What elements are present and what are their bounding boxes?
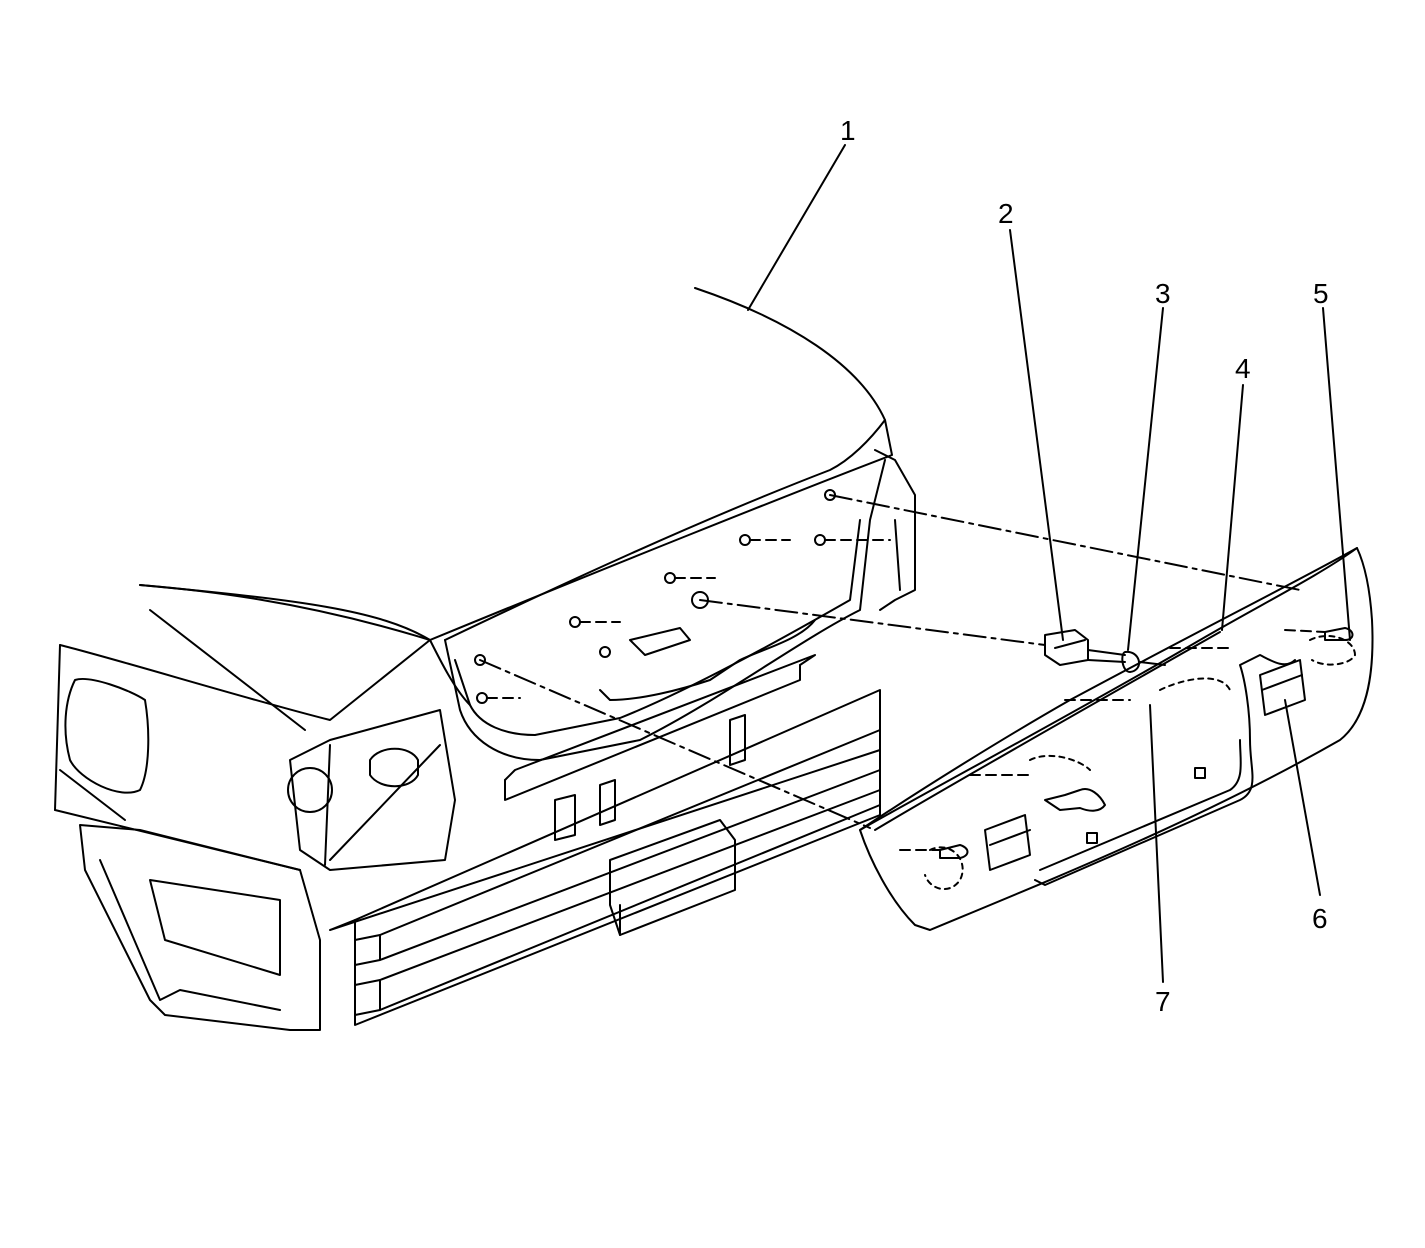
callout-3: 3	[1155, 278, 1171, 309]
fuel-door	[65, 679, 148, 793]
lower-fascia	[80, 825, 320, 1030]
rear-panel	[445, 460, 885, 760]
connector-item-2	[1045, 630, 1088, 665]
callout-leaders	[748, 145, 1350, 982]
callout-5: 5	[1313, 278, 1329, 309]
callout-2: 2	[998, 198, 1014, 229]
fasteners	[940, 628, 1353, 858]
leader-1	[748, 145, 845, 310]
callout-1: 1	[840, 115, 856, 146]
license-pocket	[600, 620, 815, 700]
bumper-impact-bar	[330, 655, 880, 1025]
callout-4: 4	[1235, 353, 1251, 384]
callout-6: 6	[1312, 903, 1328, 934]
vehicle-rear-body	[55, 288, 915, 1030]
deck-lid	[140, 288, 892, 640]
leader-6	[1285, 700, 1320, 895]
leader-7	[1150, 705, 1163, 982]
leader-3	[1128, 308, 1163, 650]
bumper-fascia	[860, 548, 1373, 930]
quarter-panel	[60, 640, 430, 720]
leader-5	[1323, 308, 1350, 640]
leader-2	[1010, 230, 1063, 640]
leader-4	[1222, 385, 1243, 630]
hole-markers	[475, 490, 1325, 850]
callout-7: 7	[1155, 986, 1171, 1017]
alignment-lines	[480, 495, 1300, 828]
